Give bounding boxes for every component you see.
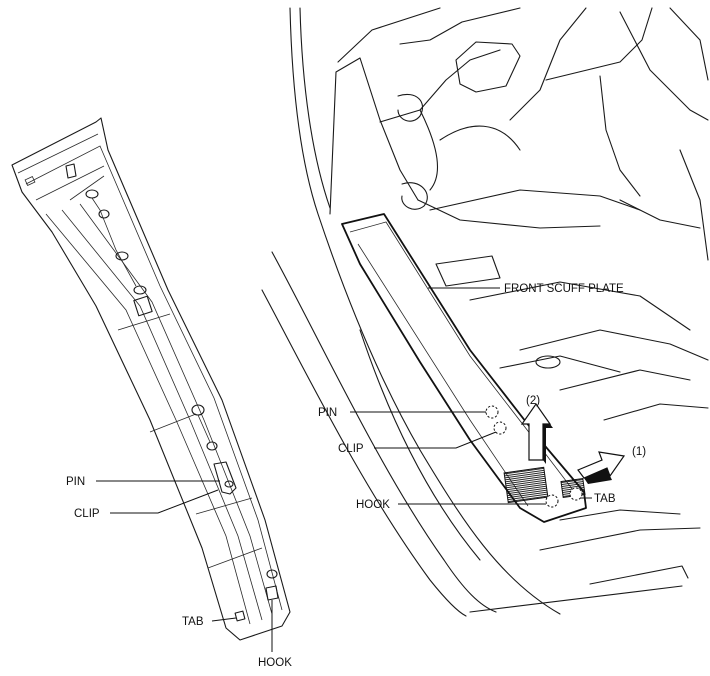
left-clip-leader [110,489,219,514]
right-clip-label: CLIP [338,443,364,455]
right-pin-marker [485,405,499,419]
left-scuff-plate-underside-view: PIN CLIP TAB HOOK [11,117,292,669]
right-tab-label: TAB [594,493,616,505]
left-tab-label: TAB [182,616,204,628]
hook-hatch-area [503,466,549,504]
step-2-label: (2) [526,395,540,407]
right-hook-label: HOOK [356,499,390,511]
right-clip-leader [374,431,497,449]
left-hook-label: HOOK [258,657,292,669]
left-clip-label: CLIP [74,508,100,520]
step-1-label: (1) [632,446,646,458]
left-pin-label: PIN [66,476,85,488]
push-inward-arrow-icon [577,451,626,484]
front-scuff-plate [341,213,587,523]
right-door-opening-view: FRONT SCUFF PLATE PIN CLIP HOOK TAB (1) … [261,7,709,617]
right-pin-label: PIN [318,407,337,419]
right-clip-marker [493,421,507,435]
lift-up-arrow-icon [520,402,553,464]
left-tab-leader [211,617,237,622]
right-tab-marker [569,487,583,501]
right-hook-marker [545,494,559,508]
front-scuff-plate-label: FRONT SCUFF PLATE [504,283,624,295]
